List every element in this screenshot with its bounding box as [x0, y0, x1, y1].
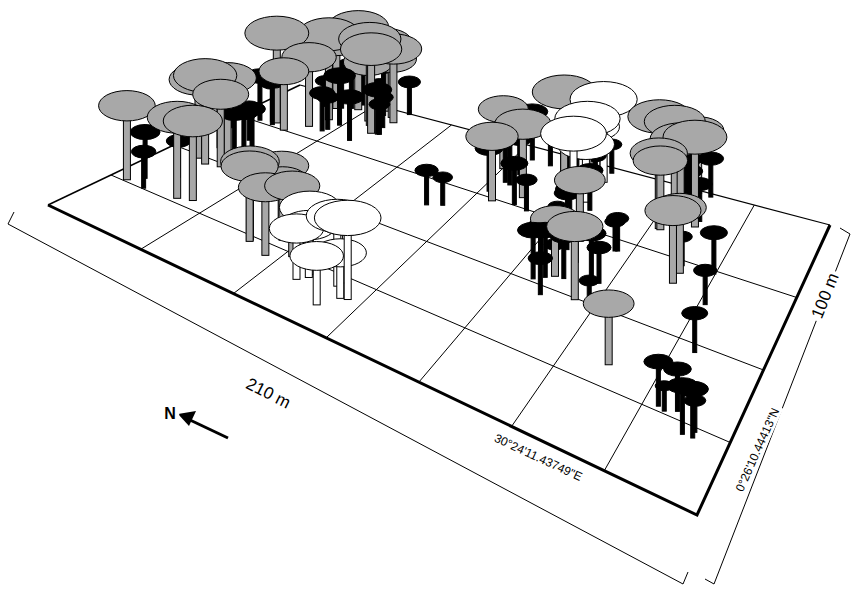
tree [495, 109, 551, 198]
tree-crown [694, 264, 717, 276]
tree-crown [363, 82, 392, 97]
tree-crown [516, 174, 537, 185]
dimension-line [705, 228, 850, 584]
tree-crown [606, 212, 628, 224]
tree [369, 99, 390, 135]
north-arrow-head [178, 411, 196, 426]
dimension-line [8, 212, 688, 584]
tree-crown [193, 79, 249, 109]
tree-crown [554, 166, 605, 193]
tree [131, 145, 155, 188]
plot-grid [48, 85, 830, 515]
tree [99, 91, 156, 180]
tree-crown [579, 275, 599, 286]
tree [363, 82, 392, 134]
tree [645, 196, 701, 284]
tree-crown [398, 76, 420, 88]
tree [415, 164, 438, 205]
tree [694, 264, 717, 304]
tree [335, 90, 363, 141]
tree [310, 87, 335, 131]
tree-crown [466, 122, 518, 150]
tree [528, 252, 552, 295]
tree [541, 116, 607, 213]
tree-crown [501, 156, 528, 170]
tree-crown [547, 211, 603, 241]
tree-crown [324, 68, 356, 84]
tree [677, 381, 708, 438]
tree [433, 172, 453, 205]
grid-line [237, 115, 797, 298]
dimension-label: 210 m [240, 374, 296, 415]
coordinate-label: 0°26'10.44413"N [732, 403, 783, 496]
plot-edge [48, 205, 830, 515]
tree-crown [677, 381, 708, 397]
tree-crown [645, 196, 701, 226]
trees [99, 11, 728, 438]
tree-crown [433, 172, 453, 183]
tree-crown [528, 252, 552, 265]
tree-crown [517, 222, 548, 238]
dimension-brackets [8, 212, 850, 584]
tree [259, 58, 309, 130]
tree-crown [700, 226, 727, 240]
tree-crown [583, 290, 634, 317]
tree-crown [131, 145, 155, 158]
north-label: N [161, 405, 179, 423]
tree [583, 290, 634, 365]
tree-crown [290, 242, 344, 271]
tree-crown [664, 362, 692, 376]
tree [682, 307, 708, 353]
tree [517, 222, 548, 279]
tree-crown [310, 87, 335, 100]
tree-crown [682, 307, 708, 320]
tree-crown [587, 241, 611, 254]
tree-crown [335, 90, 363, 104]
tree-crown [633, 146, 687, 175]
tree-crown [314, 200, 381, 235]
tree [644, 354, 673, 406]
tree [516, 174, 537, 211]
tree [163, 105, 222, 200]
tree [290, 242, 344, 305]
north-arrow [190, 420, 228, 438]
tree [398, 76, 420, 115]
tree-crown [369, 99, 390, 110]
tree-crown [541, 116, 607, 151]
grid-line [111, 175, 730, 443]
tree-crown [259, 58, 309, 85]
plot-edge [300, 85, 830, 225]
tree-crown [163, 105, 222, 137]
tree [547, 211, 603, 299]
dimension-label: 100 m [807, 268, 844, 324]
tree-crown [340, 33, 401, 66]
